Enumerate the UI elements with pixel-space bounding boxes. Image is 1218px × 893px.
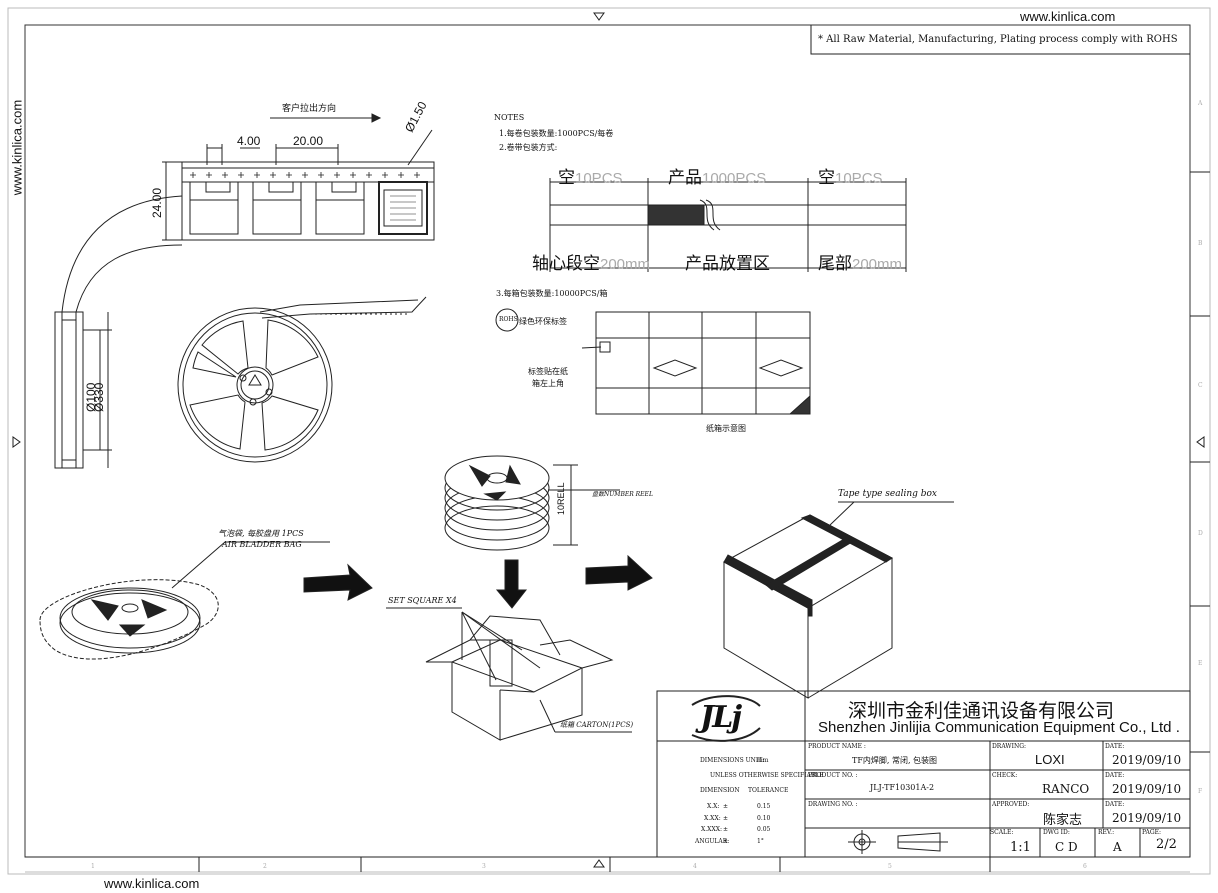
carton-label: 纸箱 CARTON(1PCS) [560,721,634,729]
pull-direction-label: 客户拉出方向 [282,104,337,114]
dim-width: 24.00 [150,187,164,218]
zone-bottom-2: 2 [263,863,267,870]
tol-row-2-val: 0.10 [757,815,771,822]
rohs-label-text: 绿色环保标签 [519,317,567,326]
dim-pocket: 20.00 [293,134,324,148]
zone-bottom-4: 4 [693,863,697,870]
set-square-label: SET SQUARE X4 [388,596,457,605]
dwg-id-value: C D [1055,840,1078,854]
watermark-side: www.kinlica.com [9,99,25,196]
drawing-label: DRAWING: [992,743,1027,750]
product-no: JLJ-TF10301A-2 [870,783,935,792]
zone-bottom-5: 5 [888,863,892,870]
rev-label: REV.: [1098,829,1115,836]
zone-bottom-6: 6 [1083,863,1087,870]
segment-top-product: 产品1000PCS [668,168,767,188]
segment-top-tail: 空10PCS [818,168,883,188]
date-1: 2019/09/10 [1112,753,1182,767]
company-name-en: Shenzhen Jinlijia Communication Equipmen… [818,719,1180,736]
page-label: PAGE: [1142,829,1162,836]
scale-value: 1:1 [1010,840,1031,855]
bag-label-en: AIR BLADDER BAG [222,540,302,549]
tol-row-2-pm: ± [723,815,729,822]
date-label-3: DATE: [1105,801,1125,808]
date-3: 2019/09/10 [1112,811,1182,825]
notes-line-2: 2.卷带包装方式: [499,143,558,152]
date-label-2: DATE: [1105,772,1125,779]
segment-bottom-hub: 轴心段空200mm [532,254,651,274]
drawing-no-label: DRAWING NO. : [808,801,858,808]
unless-note: UNLESS OTHERWISE SPECIFIABLE [710,772,824,779]
tol-row-4-val: 1° [757,838,764,845]
product-no-label: PRODUCT NO. : [808,772,858,779]
tol-row-4-pm: ± [723,838,729,845]
zone-bottom-3: 3 [482,863,486,870]
company-name-zh: 深圳市金利佳通讯设备有限公司 [848,700,1115,722]
date-2: 2019/09/10 [1112,782,1182,796]
segment-bottom-product: 产品放置区 [685,254,770,274]
label-position-2: 箱左上角 [532,379,564,388]
zone-right-e: E [1198,660,1203,667]
drawing-by: LOXI [1035,752,1065,767]
page-value: 2/2 [1156,837,1177,852]
zone-right-a: A [1198,100,1203,107]
bag-label-zh: 气泡袋, 每胶盘用 1PCS [218,529,304,538]
approved-by: 陈家志 [1043,813,1083,828]
dim-pitch: 4.00 [237,134,261,148]
zone-right-f: F [1198,788,1203,795]
tol-row-1-val: 0.15 [757,803,771,810]
segment-top-lead: 空10PCS [558,168,623,188]
product-name: TF内焊脚, 常闭, 包装图 [852,756,938,765]
rohs-compliance-note: * All Raw Material, Manufacturing, Plati… [818,34,1178,45]
watermark-bottom: www.kinlica.com [104,876,200,891]
reel-stack-count: 10RELL [556,482,566,515]
notes-title: NOTES [494,113,525,122]
dims-unit-label: DIMENSIONS UNIT: [700,757,765,764]
tol-row-4-dim: ANGULAR: [695,838,730,845]
zone-right-d: D [1198,530,1203,537]
dwg-id-label: DWG ID: [1043,829,1070,836]
notes-line-3: 3.每箱包装数量:10000PCS/箱 [496,289,608,298]
tol-row-2-dim: X.XX: [704,815,721,822]
tape-seal-label: Tape type sealing box [838,489,938,499]
tol-row-3-dim: X.XXX: [701,826,723,833]
company-logo: JLj [700,700,742,735]
notes-line-1: 1.每卷包装数量:1000PCS/每卷 [499,129,614,138]
watermark-top: www.kinlica.com [1020,9,1116,24]
dims-unit: mm [757,757,769,764]
zone-right-c: C [1198,382,1203,389]
segment-bottom-tail: 尾部200mm [818,254,903,274]
zone-right-b: B [1198,240,1203,247]
approved-label: APPROVED: [992,801,1030,808]
check-label: CHECK: [992,772,1018,779]
carton-caption: 纸箱示意图 [706,424,746,433]
tol-row-3-val: 0.05 [757,826,771,833]
rohs-badge: ROHS [499,316,518,323]
tol-row-1-dim: X.X: [707,803,720,810]
rev-value: A [1113,840,1122,854]
scale-label: SCALE: [990,829,1014,836]
dimension-header: DIMENSION [700,787,740,794]
tol-row-3-pm: ± [723,826,729,833]
label-position-1: 标签贴在纸 [528,367,568,376]
reel-stack-note: 盘数NUMBER REEL [592,491,653,498]
zone-bottom-1: 1 [91,863,95,870]
date-label-1: DATE: [1105,743,1125,750]
checked-by: RANCO [1042,782,1090,796]
tolerance-header: TOLERANCE [748,787,789,794]
product-name-label: PRODUCT NAME : [808,743,866,750]
dim-outer: Ø330 [92,382,106,412]
tol-row-1-pm: ± [723,803,729,810]
